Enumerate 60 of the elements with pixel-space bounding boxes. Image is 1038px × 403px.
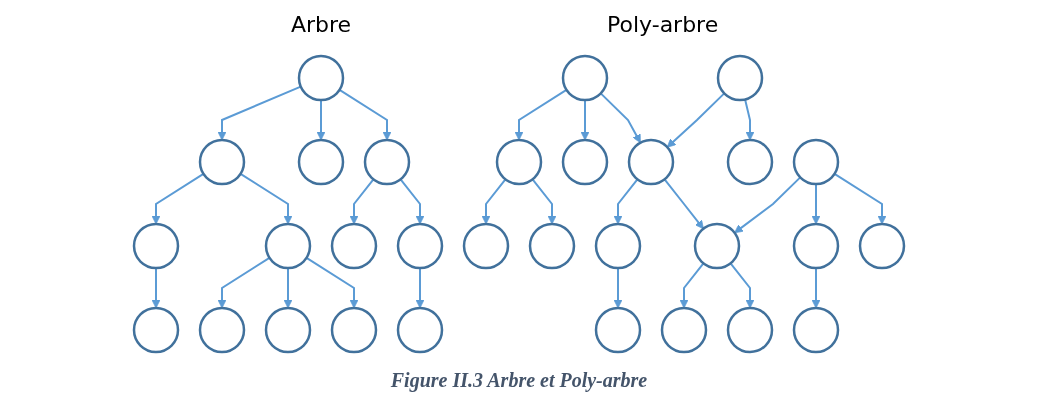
circle-node — [792, 222, 840, 270]
circle-node — [396, 222, 444, 270]
arrow — [580, 99, 590, 141]
arrow — [729, 262, 755, 309]
figure-caption: Figure II.3 Arbre et Poly-arbre — [390, 369, 648, 391]
circle-node — [198, 138, 246, 186]
arrow — [239, 172, 293, 225]
circle-node — [792, 306, 840, 354]
arrow — [481, 178, 507, 225]
circle-node — [561, 138, 609, 186]
circle-node — [495, 138, 543, 186]
arrow — [666, 92, 726, 148]
circle-node — [858, 222, 906, 270]
circle-node — [330, 306, 378, 354]
arrow — [283, 267, 293, 309]
arrow — [316, 99, 326, 141]
circle-node — [792, 138, 840, 186]
tree-heading: Arbre — [291, 12, 352, 39]
tree-heading: Poly-arbre — [607, 12, 719, 39]
circle-node — [132, 306, 180, 354]
circle-node — [396, 306, 444, 354]
circle-node — [627, 138, 675, 186]
arrow — [305, 256, 359, 309]
arrow — [399, 178, 425, 225]
arrow — [151, 267, 161, 309]
circle-node — [693, 222, 741, 270]
arrow — [734, 176, 802, 234]
circle-node — [594, 222, 642, 270]
arrow — [833, 172, 887, 225]
circle-node — [726, 138, 774, 186]
circle-node — [594, 306, 642, 354]
arrow — [217, 256, 271, 309]
circle-node — [528, 222, 576, 270]
arrow — [217, 85, 302, 141]
circle-node — [264, 222, 312, 270]
arrow — [811, 267, 821, 309]
arrow — [531, 178, 557, 225]
circle-node — [297, 138, 345, 186]
circle-node — [363, 138, 411, 186]
arrow — [349, 178, 375, 225]
arrow — [338, 88, 392, 141]
circle-node — [132, 222, 180, 270]
arrow — [514, 88, 568, 141]
circle-node — [297, 54, 345, 102]
arrow — [599, 92, 641, 144]
circle-node — [660, 306, 708, 354]
arrow — [663, 178, 704, 230]
circle-node — [264, 306, 312, 354]
circle-node — [716, 54, 764, 102]
arrow — [613, 178, 639, 225]
circle-node — [198, 306, 246, 354]
arrow — [613, 267, 623, 309]
circle-node — [462, 222, 510, 270]
arrow — [679, 262, 705, 309]
circle-node — [330, 222, 378, 270]
arrow — [811, 183, 821, 225]
circle-node — [561, 54, 609, 102]
arrow — [151, 172, 205, 225]
circle-node — [726, 306, 774, 354]
arrow — [415, 267, 425, 309]
